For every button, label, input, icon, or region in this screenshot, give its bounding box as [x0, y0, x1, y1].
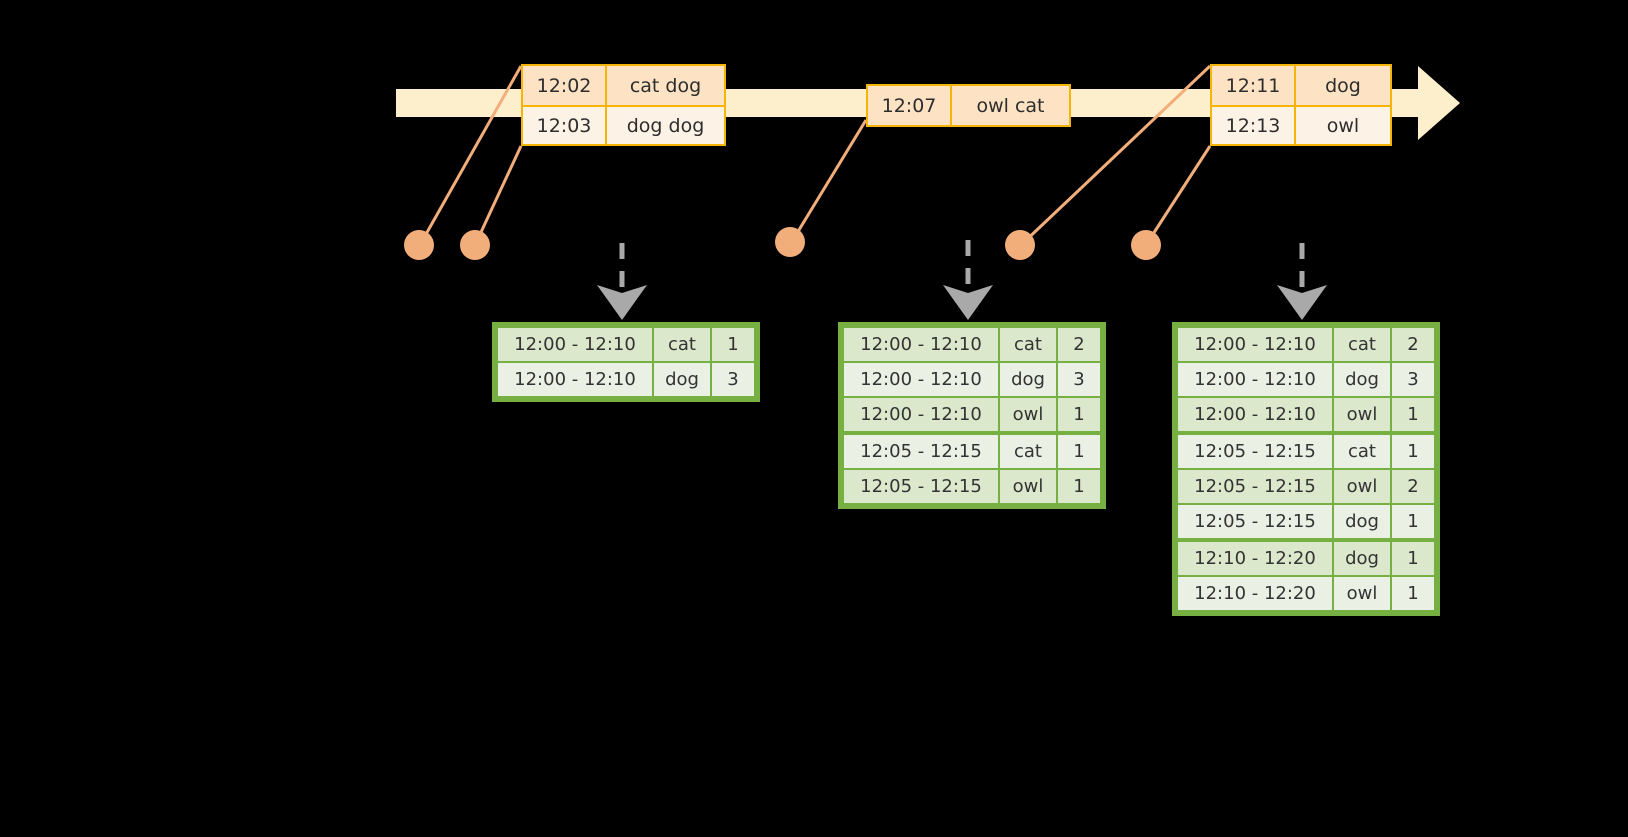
window-cell: 12:00 - 12:10: [498, 328, 652, 361]
count-cell: 2: [1392, 470, 1434, 503]
event-row[interactable]: 12:03 dog dog: [523, 105, 724, 144]
count-cell: 3: [1392, 363, 1434, 396]
table-input-arrows: [597, 240, 1327, 320]
event-dot-2: [460, 230, 490, 260]
event-dot-4: [1005, 230, 1035, 260]
window-cell: 12:10 - 12:20: [1178, 577, 1332, 610]
event-marker-dots: [404, 227, 1161, 260]
window-cell: 12:00 - 12:10: [844, 398, 998, 431]
count-cell: 1: [1392, 435, 1434, 468]
event-dot-3: [775, 227, 805, 257]
event-text: owl cat: [976, 94, 1045, 117]
count-cell: 2: [1058, 328, 1100, 361]
event-row[interactable]: 12:02 cat dog: [523, 66, 724, 105]
count-cell: 1: [1392, 398, 1434, 431]
window-cell: 12:05 - 12:15: [1178, 435, 1332, 468]
key-cell: dog: [1000, 363, 1056, 396]
count-cell: 1: [1392, 542, 1434, 575]
event-row[interactable]: 12:11 dog: [1212, 66, 1390, 105]
window-cell: 12:00 - 12:10: [844, 363, 998, 396]
key-cell: dog: [654, 363, 710, 396]
event-time: 12:11: [1212, 66, 1296, 105]
event-text: dog: [1325, 74, 1361, 97]
event-box-group-2: 12:07 owl cat: [866, 84, 1071, 127]
window-cell: 12:05 - 12:15: [844, 470, 998, 503]
window-cell: 12:00 - 12:10: [1178, 363, 1332, 396]
event-text: owl: [1326, 114, 1360, 137]
key-cell: cat: [654, 328, 710, 361]
key-cell: cat: [1000, 435, 1056, 468]
count-cell: 2: [1392, 328, 1434, 361]
key-cell: cat: [1334, 435, 1390, 468]
event-time: 12:02: [523, 66, 607, 105]
count-cell: 1: [1392, 577, 1434, 610]
count-cell: 3: [1058, 363, 1100, 396]
event-text: cat dog: [629, 74, 702, 97]
key-cell: cat: [1000, 328, 1056, 361]
event-box-group-3: 12:11 dog 12:13 owl: [1210, 64, 1392, 146]
event-box-group-1: 12:02 cat dog 12:03 dog dog: [521, 64, 726, 146]
window-cell: 12:05 - 12:15: [1178, 505, 1332, 538]
key-cell: owl: [1334, 398, 1390, 431]
key-cell: owl: [1000, 398, 1056, 431]
event-row[interactable]: 12:07 owl cat: [868, 86, 1069, 125]
window-cell: 12:05 - 12:15: [1178, 470, 1332, 503]
key-cell: owl: [1000, 470, 1056, 503]
event-time: 12:13: [1212, 107, 1296, 144]
count-cell: 1: [712, 328, 754, 361]
window-cell: 12:00 - 12:10: [498, 363, 652, 396]
window-cell: 12:10 - 12:20: [1178, 542, 1332, 575]
key-cell: dog: [1334, 542, 1390, 575]
window-cell: 12:00 - 12:10: [1178, 398, 1332, 431]
key-cell: dog: [1334, 505, 1390, 538]
count-cell: 1: [1058, 435, 1100, 468]
event-row[interactable]: 12:13 owl: [1212, 105, 1390, 144]
window-cell: 12:05 - 12:15: [844, 435, 998, 468]
window-cell: 12:00 - 12:10: [844, 328, 998, 361]
key-cell: owl: [1334, 470, 1390, 503]
count-cell: 1: [1058, 470, 1100, 503]
count-cell: 3: [712, 363, 754, 396]
window-cell: 12:00 - 12:10: [1178, 328, 1332, 361]
event-dot-1: [404, 230, 434, 260]
event-time: 12:07: [868, 86, 952, 125]
key-cell: dog: [1334, 363, 1390, 396]
event-dot-5: [1131, 230, 1161, 260]
count-cell: 1: [1058, 398, 1100, 431]
event-time: 12:03: [523, 107, 607, 144]
event-text: dog dog: [626, 114, 705, 137]
count-cell: 1: [1392, 505, 1434, 538]
key-cell: owl: [1334, 577, 1390, 610]
key-cell: cat: [1334, 328, 1390, 361]
